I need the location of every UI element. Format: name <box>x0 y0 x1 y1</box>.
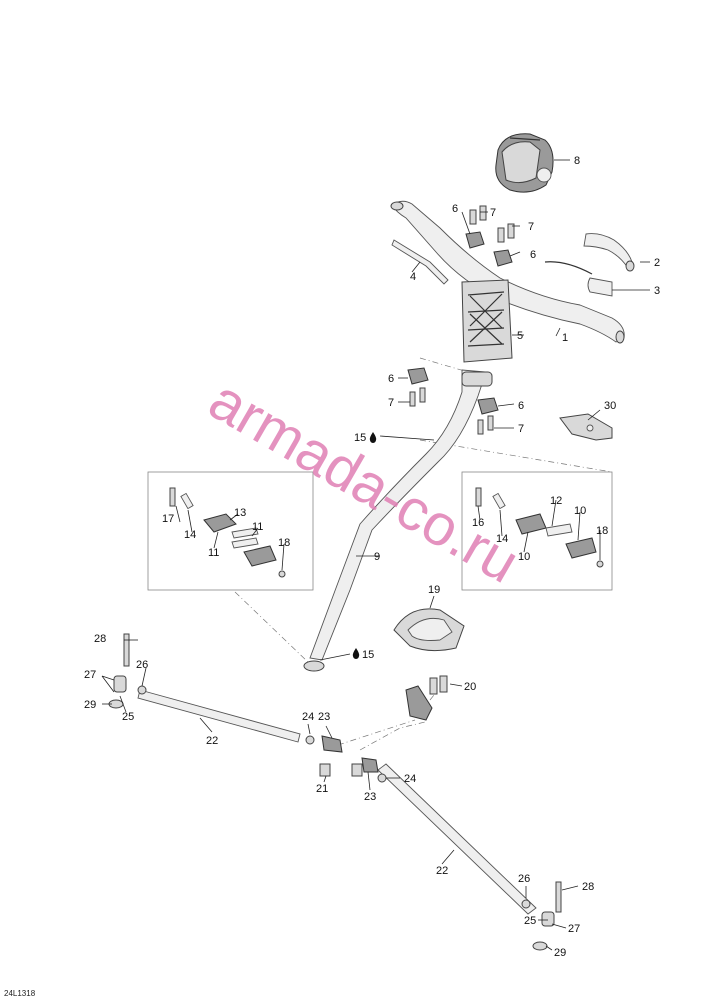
cover-plate[interactable] <box>559 413 613 441</box>
riser-block[interactable] <box>461 279 513 363</box>
callout-21: 21 <box>316 783 328 795</box>
callout-5: 5 <box>517 330 523 342</box>
leader-lines <box>101 159 650 951</box>
callout-18b: 18 <box>596 525 608 537</box>
callout-29a: 29 <box>84 699 96 711</box>
tie-rod-upper[interactable] <box>108 633 343 777</box>
detail-box-left <box>147 471 314 591</box>
callout-25b: 25 <box>524 915 536 927</box>
diagram-code: 24L1318 <box>4 989 36 998</box>
callout-11a: 11 <box>252 521 263 533</box>
callout-27a: 27 <box>84 669 96 681</box>
tie-rod-lower[interactable] <box>351 757 562 951</box>
clamp-lower-left[interactable] <box>407 367 429 385</box>
callout-7a: 7 <box>490 207 496 219</box>
callout-11b: 11 <box>208 547 219 559</box>
callout-29b: 29 <box>554 947 566 959</box>
detail-box-right <box>461 471 613 591</box>
callout-24a: 24 <box>302 711 314 723</box>
callout-8: 8 <box>574 155 580 167</box>
callout-9: 9 <box>374 551 380 563</box>
callout-6a: 6 <box>452 203 458 215</box>
callout-18a: 18 <box>278 537 290 549</box>
callout-labels: 1 2 3 4 5 6 6 6 6 7 7 7 7 8 9 10 10 11 1… <box>84 155 660 959</box>
callout-16: 16 <box>472 517 484 529</box>
callout-27b: 27 <box>568 923 580 935</box>
oil-drop-icon-lower <box>352 648 360 659</box>
callout-6d: 6 <box>518 400 524 412</box>
callout-24b: 24 <box>404 773 416 785</box>
callout-30: 30 <box>604 400 616 412</box>
callout-14b: 14 <box>496 533 508 545</box>
callout-4: 4 <box>410 271 416 283</box>
callout-14a: 14 <box>184 529 196 541</box>
callout-6b: 6 <box>530 249 536 261</box>
callout-7b: 7 <box>528 221 534 233</box>
callout-28a: 28 <box>94 633 106 645</box>
grip-right[interactable] <box>583 233 635 272</box>
callout-7d: 7 <box>518 423 524 435</box>
callout-20: 20 <box>464 681 476 693</box>
callout-19: 19 <box>428 584 440 596</box>
steering-column[interactable] <box>303 369 493 672</box>
callout-25a: 25 <box>122 711 134 723</box>
oil-drop-icon-upper <box>369 432 377 443</box>
callout-23b: 23 <box>364 791 376 803</box>
callout-15b: 15 <box>362 649 374 661</box>
callout-12: 12 <box>550 495 562 507</box>
callout-1: 1 <box>562 332 568 344</box>
callout-13: 13 <box>234 507 246 519</box>
callout-22b: 22 <box>436 865 448 877</box>
callout-23a: 23 <box>318 711 330 723</box>
callout-3: 3 <box>654 285 660 297</box>
callout-28b: 28 <box>582 881 594 893</box>
callout-10b: 10 <box>518 551 530 563</box>
callout-10a: 10 <box>574 505 586 517</box>
pitman-bracket[interactable] <box>405 675 448 721</box>
detail-right-parts[interactable] <box>475 487 604 568</box>
callout-17: 17 <box>162 513 174 525</box>
callout-2: 2 <box>654 257 660 269</box>
callout-6c: 6 <box>388 373 394 385</box>
callout-26b: 26 <box>518 873 530 885</box>
steering-cover[interactable] <box>393 608 465 652</box>
clamp-upper-left[interactable] <box>465 231 485 249</box>
grip-left[interactable] <box>544 261 613 297</box>
clamp-upper-right[interactable] <box>493 249 513 267</box>
callout-15a: 15 <box>354 432 366 444</box>
handlebar[interactable] <box>390 200 625 344</box>
assembly-lines <box>234 357 613 751</box>
detail-left-parts[interactable] <box>169 487 286 578</box>
callout-26a: 26 <box>136 659 148 671</box>
clamp-lower-right[interactable] <box>477 397 499 415</box>
handlebar-pad[interactable] <box>495 133 554 193</box>
bolts-7[interactable] <box>409 205 515 435</box>
callout-22a: 22 <box>206 735 218 747</box>
callout-7c: 7 <box>388 397 394 409</box>
